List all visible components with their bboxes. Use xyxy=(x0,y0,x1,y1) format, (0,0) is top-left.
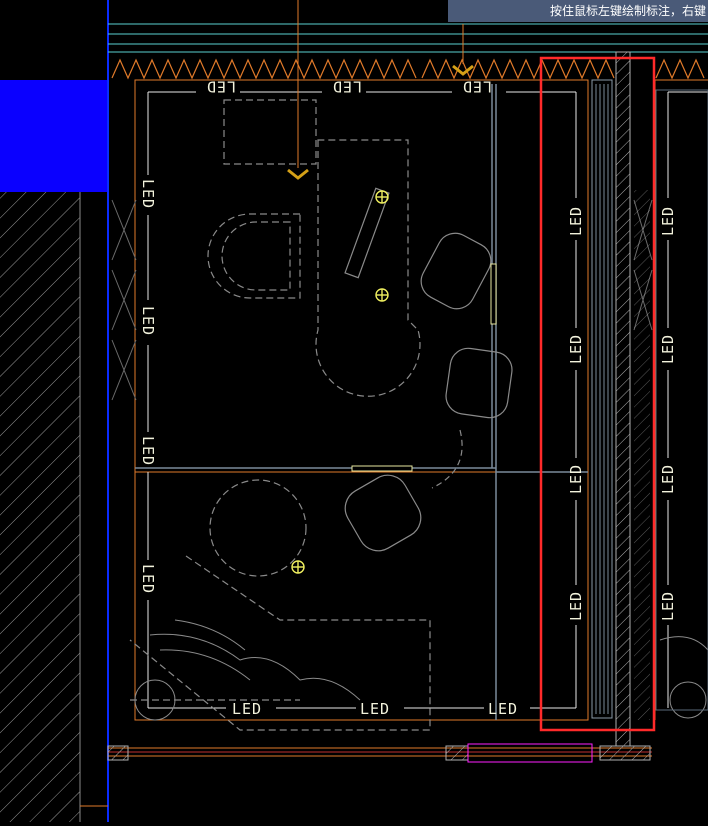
status-hint: 按住鼠标左键绘制标注，右键 xyxy=(448,0,708,22)
led-label: LED xyxy=(659,591,677,621)
chevron-down-icon xyxy=(452,64,474,76)
blue-block xyxy=(0,80,108,192)
led-label: LED xyxy=(567,591,585,621)
curtain-zigzag-left xyxy=(111,58,417,80)
led-label: LED xyxy=(139,306,157,336)
led-label: LED xyxy=(232,700,262,718)
led-label: LED xyxy=(139,436,157,466)
led-label: LED xyxy=(139,564,157,594)
led-label: LED xyxy=(206,78,236,96)
curtain-zigzag-right xyxy=(421,58,615,80)
glass-panel xyxy=(591,79,613,719)
led-label: LED xyxy=(567,206,585,236)
curtain-zigzag-far xyxy=(655,58,705,80)
chevron-down-icon xyxy=(287,168,309,180)
hatched-column-right xyxy=(615,51,631,747)
led-labels: LED LED LED LED LED LED LED LED LED LED … xyxy=(139,78,677,719)
led-label: LED xyxy=(659,464,677,494)
led-label: LED xyxy=(332,78,362,96)
led-label: LED xyxy=(462,78,492,96)
downlight-icon xyxy=(291,190,389,574)
top-beam-lines xyxy=(108,23,708,53)
bottom-window xyxy=(107,743,652,763)
furniture-outlines xyxy=(129,99,431,731)
led-label: LED xyxy=(139,179,157,209)
led-label: LED xyxy=(567,334,585,364)
lamp-strip xyxy=(351,263,497,472)
selection-rectangle[interactable] xyxy=(539,56,656,732)
led-label: LED xyxy=(659,334,677,364)
led-strip-frame xyxy=(147,91,708,709)
led-label: LED xyxy=(567,464,585,494)
led-label: LED xyxy=(360,700,390,718)
led-label: LED xyxy=(488,700,518,718)
chairs xyxy=(344,187,513,552)
led-label: LED xyxy=(659,206,677,236)
plant-decoration xyxy=(134,619,708,721)
hatched-wall-left xyxy=(0,192,80,822)
partition-lines xyxy=(135,84,588,720)
